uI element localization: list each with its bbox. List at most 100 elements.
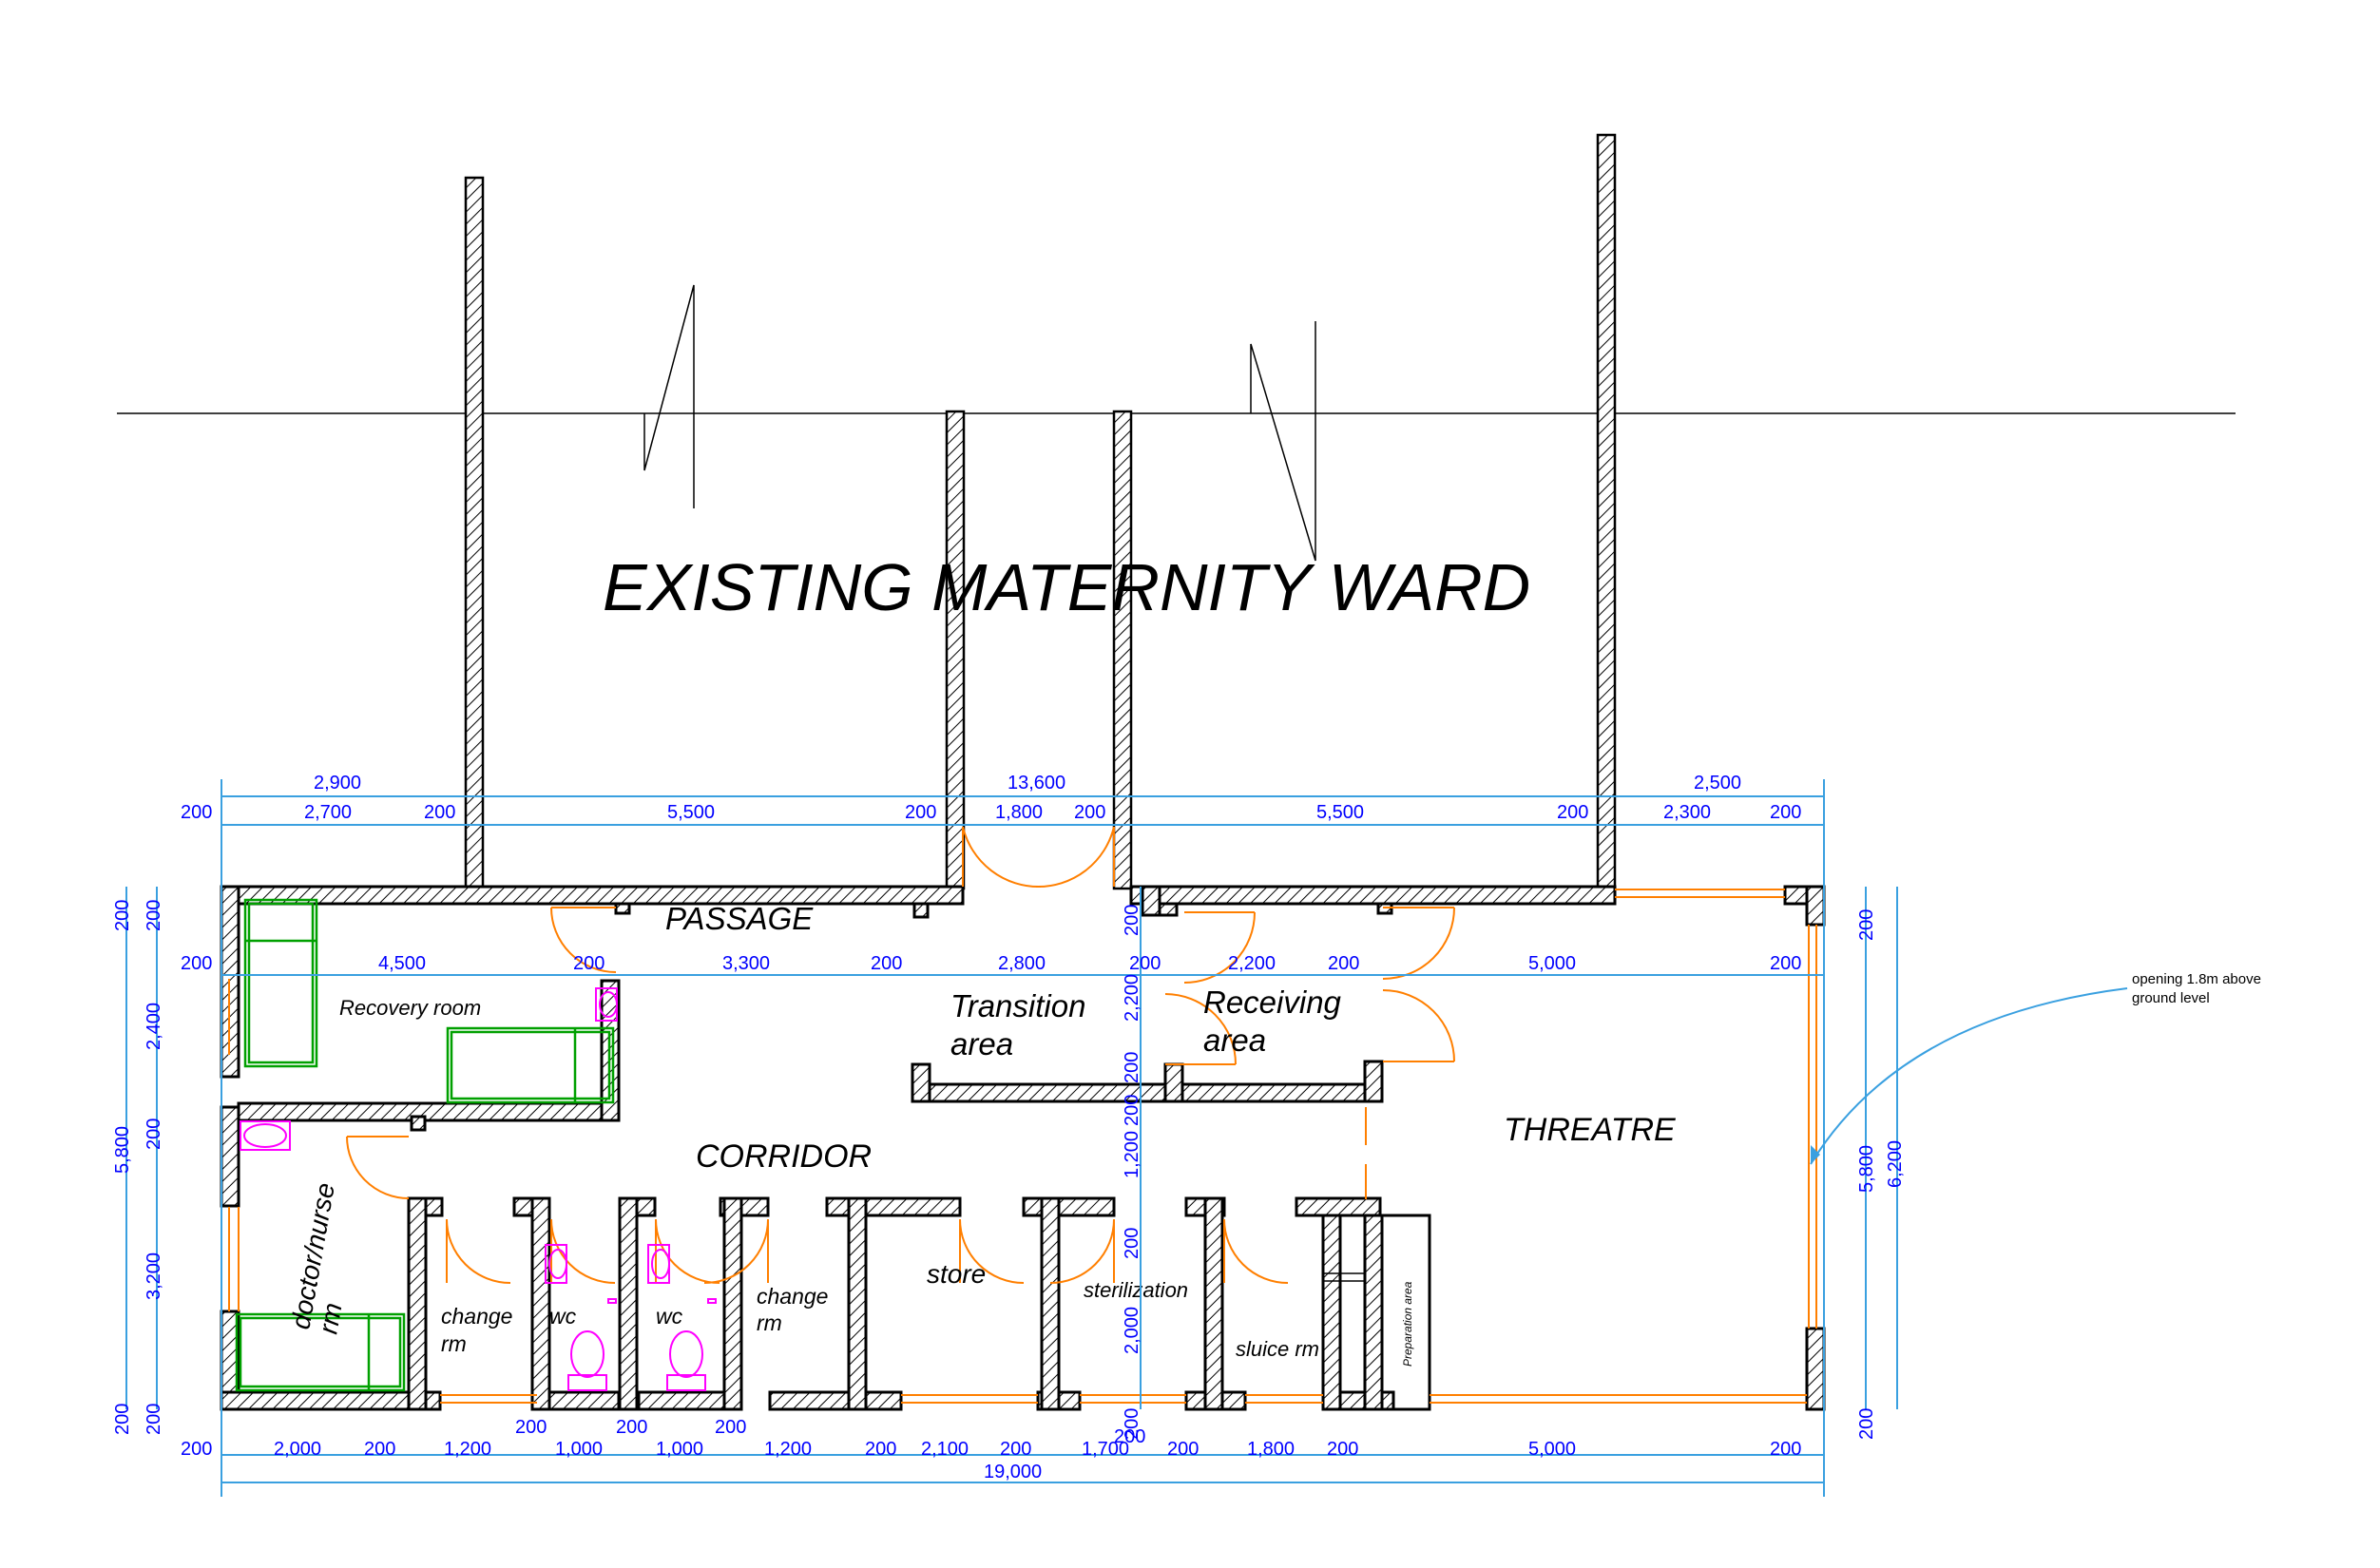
dim-text: 200 (1122, 1095, 1142, 1126)
dim-text: 200 (1770, 1439, 1801, 1460)
room-change2-line1: change (757, 1284, 828, 1309)
bed-icon (446, 1026, 615, 1104)
dim-text: 1,200 (764, 1439, 812, 1460)
sink-icon (240, 1120, 291, 1151)
dim-text: 2,200 (1228, 953, 1276, 974)
dim-text: 2,400 (144, 1003, 164, 1050)
sink-icon (595, 987, 618, 1022)
dim-text: 3,300 (722, 953, 770, 974)
toilet-icon (666, 1330, 706, 1391)
bed-icon (235, 1312, 406, 1392)
beds (235, 898, 615, 1392)
dim-text: 1,800 (1247, 1439, 1295, 1460)
dim-text: 200 (1856, 909, 1877, 941)
new-block-walls (220, 885, 1826, 1411)
dim-text: 5,000 (1528, 1439, 1576, 1460)
dim-text: 13,600 (1008, 773, 1065, 794)
dim-bottom-small: 200 200 200 200 (515, 1417, 1145, 1447)
dim-text: 200 (1770, 953, 1801, 974)
room-receiving-line1: Receiving (1203, 985, 1342, 1020)
dim-text: 2,900 (314, 773, 361, 794)
dim-text: 200 (144, 900, 164, 931)
dim-text: 2,000 (1122, 1307, 1142, 1354)
dim-text: 200 (1129, 953, 1161, 974)
dim-text: 1,200 (444, 1439, 491, 1460)
room-wc1: wc (549, 1304, 577, 1329)
sink-icon (647, 1244, 670, 1284)
room-change2-line2: rm (757, 1310, 782, 1335)
dim-text: 200 (144, 1404, 164, 1435)
dim-text: 1,200 (1122, 1131, 1142, 1178)
dim-text: 200 (573, 953, 605, 974)
dim-text: 200 (112, 1404, 133, 1435)
room-labels: PASSAGE Transition area Receiving area R… (285, 901, 1676, 1367)
dim-left-inner: 200 2,400 200 3,200 200 (144, 900, 164, 1435)
dim-text: 200 (1114, 1426, 1145, 1447)
dim-text: 200 (1856, 1408, 1877, 1440)
room-receiving-line2: area (1203, 1023, 1266, 1058)
dim-text: 200 (865, 1439, 896, 1460)
dim-text: 4,500 (378, 953, 426, 974)
dim-interior-row: 200 4,500 200 3,300 200 2,800 200 2,200 … (181, 953, 1801, 974)
dim-right-inner: 200 5,800 200 (1856, 909, 1877, 1440)
dimension-lines (125, 779, 1898, 1497)
dim-text: 3,200 (144, 1252, 164, 1300)
dim-text: 200 (1122, 905, 1142, 936)
dim-text: 200 (1327, 1439, 1358, 1460)
sanitary-fixtures (240, 987, 717, 1391)
dim-text: 200 (1770, 802, 1801, 823)
dim-text: 200 (1000, 1439, 1031, 1460)
dim-text: 1,800 (995, 802, 1043, 823)
dim-top-row2: 200 2,700 200 5,500 200 1,800 200 5,500 … (181, 802, 1801, 823)
dim-top-row1: 2,900 13,600 2,500 (314, 773, 1741, 794)
dim-text: 200 (1328, 953, 1359, 974)
sink-icon (545, 1244, 567, 1284)
dim-text: 200 (181, 1439, 212, 1460)
room-sluice: sluice rm (1236, 1337, 1319, 1361)
dim-text: 200 (364, 1439, 395, 1460)
dim-text: 2,300 (1663, 802, 1711, 823)
dim-text: 1,000 (555, 1439, 603, 1460)
dim-text: 200 (715, 1417, 746, 1438)
dim-text: 5,800 (112, 1126, 133, 1174)
dim-text: 1,000 (656, 1439, 703, 1460)
windows (228, 889, 1817, 1404)
room-store: store (927, 1259, 986, 1289)
room-change1-line1: change (441, 1304, 512, 1329)
dim-text: 200 (1122, 1408, 1142, 1440)
existing-ward-title: EXISTING MATERNITY WARD (603, 550, 1530, 624)
dim-bottom-row1: 200 2,000 200 1,200 1,000 1,000 1,200 20… (181, 1439, 1801, 1460)
dim-text: 200 (1557, 802, 1588, 823)
dim-text: 2,100 (921, 1439, 969, 1460)
dim-text: 200 (1122, 1228, 1142, 1259)
bed-icon (243, 898, 318, 1068)
dim-text: 2,800 (998, 953, 1046, 974)
dim-text: 200 (181, 802, 212, 823)
opening-note: opening 1.8m above ground level (1810, 971, 2261, 1165)
dim-text: 2,500 (1694, 773, 1741, 794)
dim-text: 200 (424, 802, 455, 823)
dim-text: 200 (112, 900, 133, 931)
note-line1: opening 1.8m above (2132, 971, 2261, 987)
dim-text: 200 (871, 953, 902, 974)
dim-text: 5,500 (667, 802, 715, 823)
note-line2: ground level (2132, 990, 2210, 1006)
dim-text: 2,700 (304, 802, 352, 823)
dim-text: 5,000 (1528, 953, 1576, 974)
existing-ward-outline (117, 133, 2236, 890)
room-corridor: CORRIDOR (696, 1138, 872, 1175)
dim-text: 5,500 (1316, 802, 1364, 823)
room-preparation: Preparation area (1401, 1281, 1414, 1367)
dim-text: 5,800 (1856, 1145, 1877, 1193)
dim-text: 2,000 (274, 1439, 321, 1460)
dim-text: 2,200 (1122, 974, 1142, 1022)
room-passage: PASSAGE (665, 901, 814, 936)
room-doctor-line2: rm (313, 1300, 347, 1336)
room-change1-line2: rm (441, 1331, 467, 1356)
dim-text: 200 (1167, 1439, 1199, 1460)
dim-total-width: 19,000 (984, 1462, 1042, 1482)
room-sterilization: sterilization (1084, 1278, 1188, 1302)
dim-text: 200 (905, 802, 936, 823)
dim-text: 200 (1074, 802, 1105, 823)
